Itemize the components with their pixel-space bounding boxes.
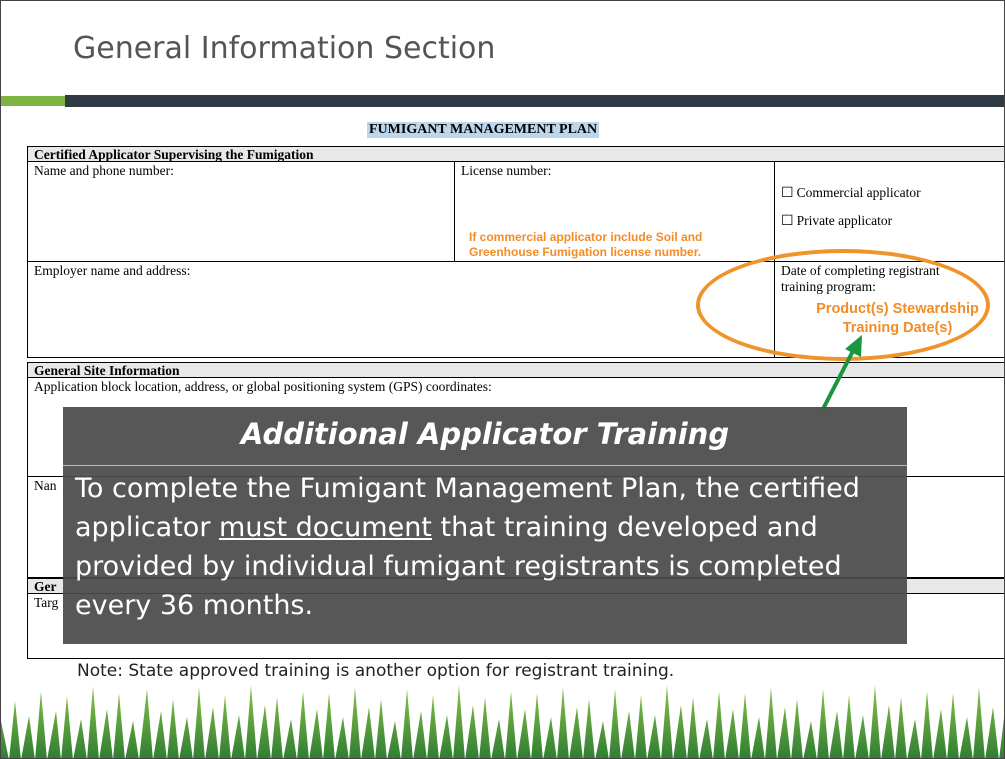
callout-box: Additional Applicator Training To comple… (63, 407, 907, 644)
callout-body: To complete the Fumigant Management Plan… (75, 469, 905, 625)
license-note: If commercial applicator include Soil an… (469, 230, 702, 260)
checkbox-icon[interactable]: ☐ (781, 214, 794, 229)
name-phone-cell: Name and phone number: (27, 161, 455, 262)
pointer-arrow-icon (821, 335, 862, 410)
license-cell: License number: If commercial applicator… (454, 161, 775, 262)
app-block-label: Application block location, address, or … (34, 379, 492, 394)
employer-label: Employer name and address: (34, 263, 191, 278)
license-note-line2: Greenhouse Fumigation license number. (469, 245, 702, 259)
callout-text-start: To complete the Fumigant Management Plan… (75, 473, 860, 543)
section-site-header: General Site Information (27, 362, 1004, 378)
grass-decoration (1, 685, 1004, 758)
checkbox-icon[interactable]: ☐ (781, 186, 794, 201)
callout-text-underlined: must document (219, 512, 432, 543)
private-label: Private applicator (796, 213, 893, 228)
partial-target-label: Targ (34, 595, 59, 610)
employer-cell: Employer name and address: (27, 261, 775, 358)
applicator-type-cell: ☐Commercial applicator ☐Private applicat… (774, 161, 1004, 262)
form-title: FUMIGANT MANAGEMENT PLAN (367, 122, 600, 138)
partial-name-label: Nan (34, 478, 57, 493)
private-checkbox-row[interactable]: ☐Private applicator (781, 213, 1000, 230)
accent-bar-green (1, 96, 65, 106)
callout-title: Additional Applicator Training (240, 417, 730, 451)
slide-note: Note: State approved training is another… (77, 661, 675, 681)
license-note-line1: If commercial applicator include Soil an… (469, 230, 703, 244)
accent-bar-dark (65, 95, 1004, 107)
callout-text-end: that training developed and provided by … (75, 512, 842, 621)
section-applicator-header: Certified Applicator Supervising the Fum… (27, 146, 1004, 162)
license-label: License number: (461, 163, 552, 178)
commercial-label: Commercial applicator (796, 185, 921, 200)
callout-divider (63, 465, 907, 466)
commercial-checkbox-row[interactable]: ☐Commercial applicator (781, 185, 1000, 202)
slide-title: General Information Section (73, 31, 496, 66)
name-phone-label: Name and phone number: (34, 163, 174, 178)
highlight-oval (696, 249, 990, 361)
